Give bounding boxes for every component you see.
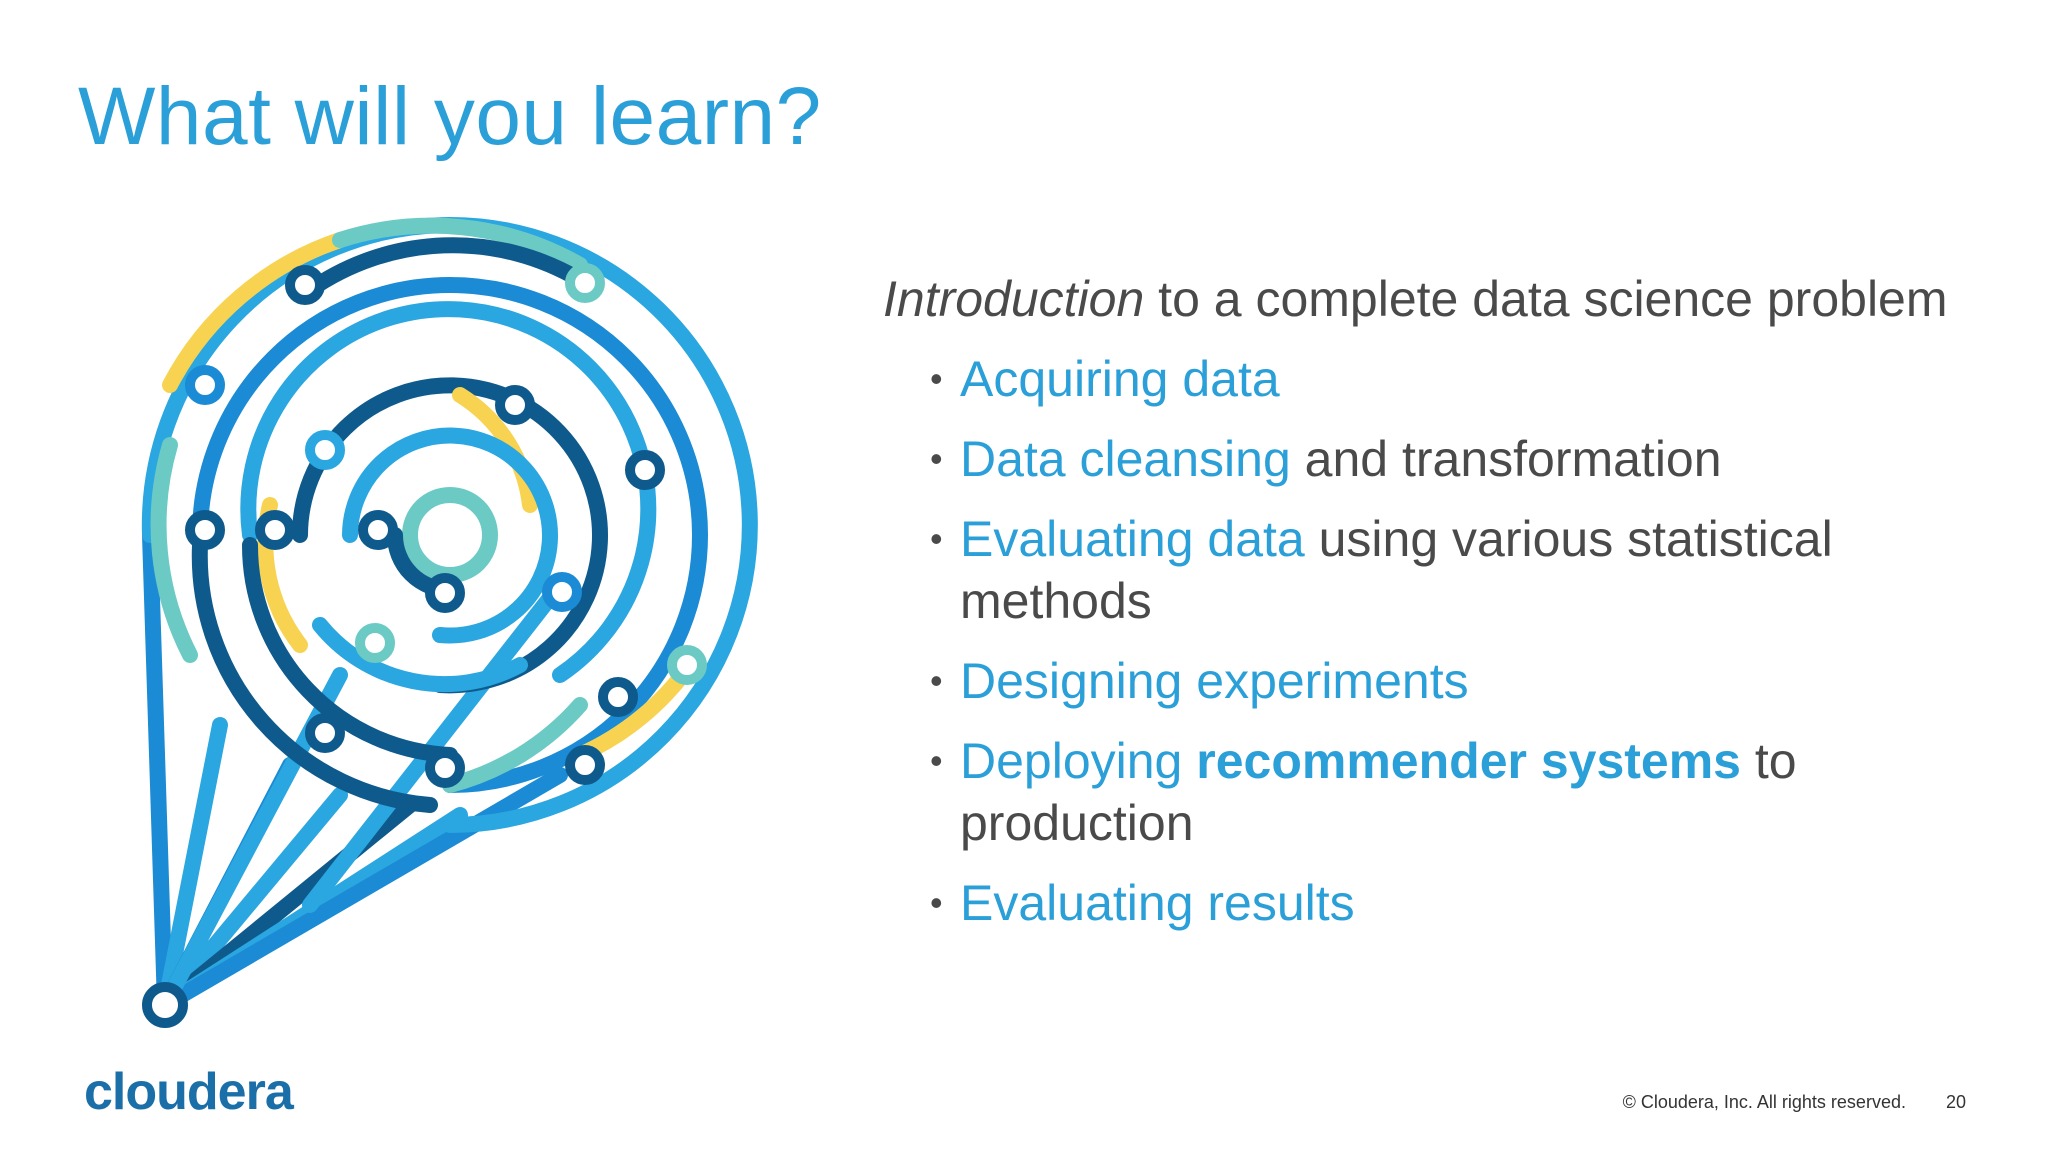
bullet-highlight: Evaluating results — [960, 875, 1355, 931]
slide-title: What will you learn? — [78, 71, 822, 162]
bullet-highlight: Designing experiments — [960, 653, 1469, 709]
list-item: • Evaluating results — [930, 872, 1910, 934]
copyright-text: © Cloudera, Inc. All rights reserved. — [1622, 1092, 1906, 1112]
cloudera-logo: cloudera — [84, 1063, 294, 1121]
bullet-dot: • — [930, 358, 943, 399]
bullet-dot: • — [930, 882, 943, 923]
location-pin-circuit-icon — [110, 205, 770, 1055]
content-area: Introduction to a complete data science … — [883, 268, 2013, 952]
bullet-rest: and transformation — [1290, 431, 1722, 487]
bullet-dot: • — [930, 660, 943, 701]
bullet-dot: • — [930, 518, 943, 559]
bullet-bold: recommender systems — [1196, 733, 1741, 789]
intro-line: Introduction to a complete data science … — [883, 268, 2013, 330]
bullet-rest: using various statistical methods — [960, 511, 1833, 629]
bullet-dot: • — [930, 438, 943, 479]
list-item: • Acquiring data — [930, 348, 1910, 410]
bullet-highlight: Data cleansing — [960, 431, 1291, 487]
list-item: • Evaluating data using various statistic… — [930, 508, 1910, 632]
intro-italic: Introduction — [883, 271, 1145, 327]
bullet-highlight: Deploying — [960, 733, 1197, 789]
bullet-list: • Acquiring data • Data cleansing and tran… — [883, 348, 2013, 934]
page-number: 20 — [1945, 1092, 1966, 1112]
intro-rest: to a complete data science problem — [1144, 271, 1948, 327]
list-item: • Data cleansing and transformation — [930, 428, 1910, 490]
bullet-dot: • — [930, 740, 943, 781]
list-item: • Deploying recommender systems to produc… — [930, 730, 1910, 854]
footer: © Cloudera, Inc. All rights reserved. 20 — [1623, 1092, 1966, 1113]
bullet-highlight: Acquiring data — [960, 351, 1280, 407]
bullet-highlight: Evaluating data — [960, 511, 1305, 567]
list-item: • Designing experiments — [930, 650, 1910, 712]
bullet-rest: to production — [960, 733, 1797, 851]
